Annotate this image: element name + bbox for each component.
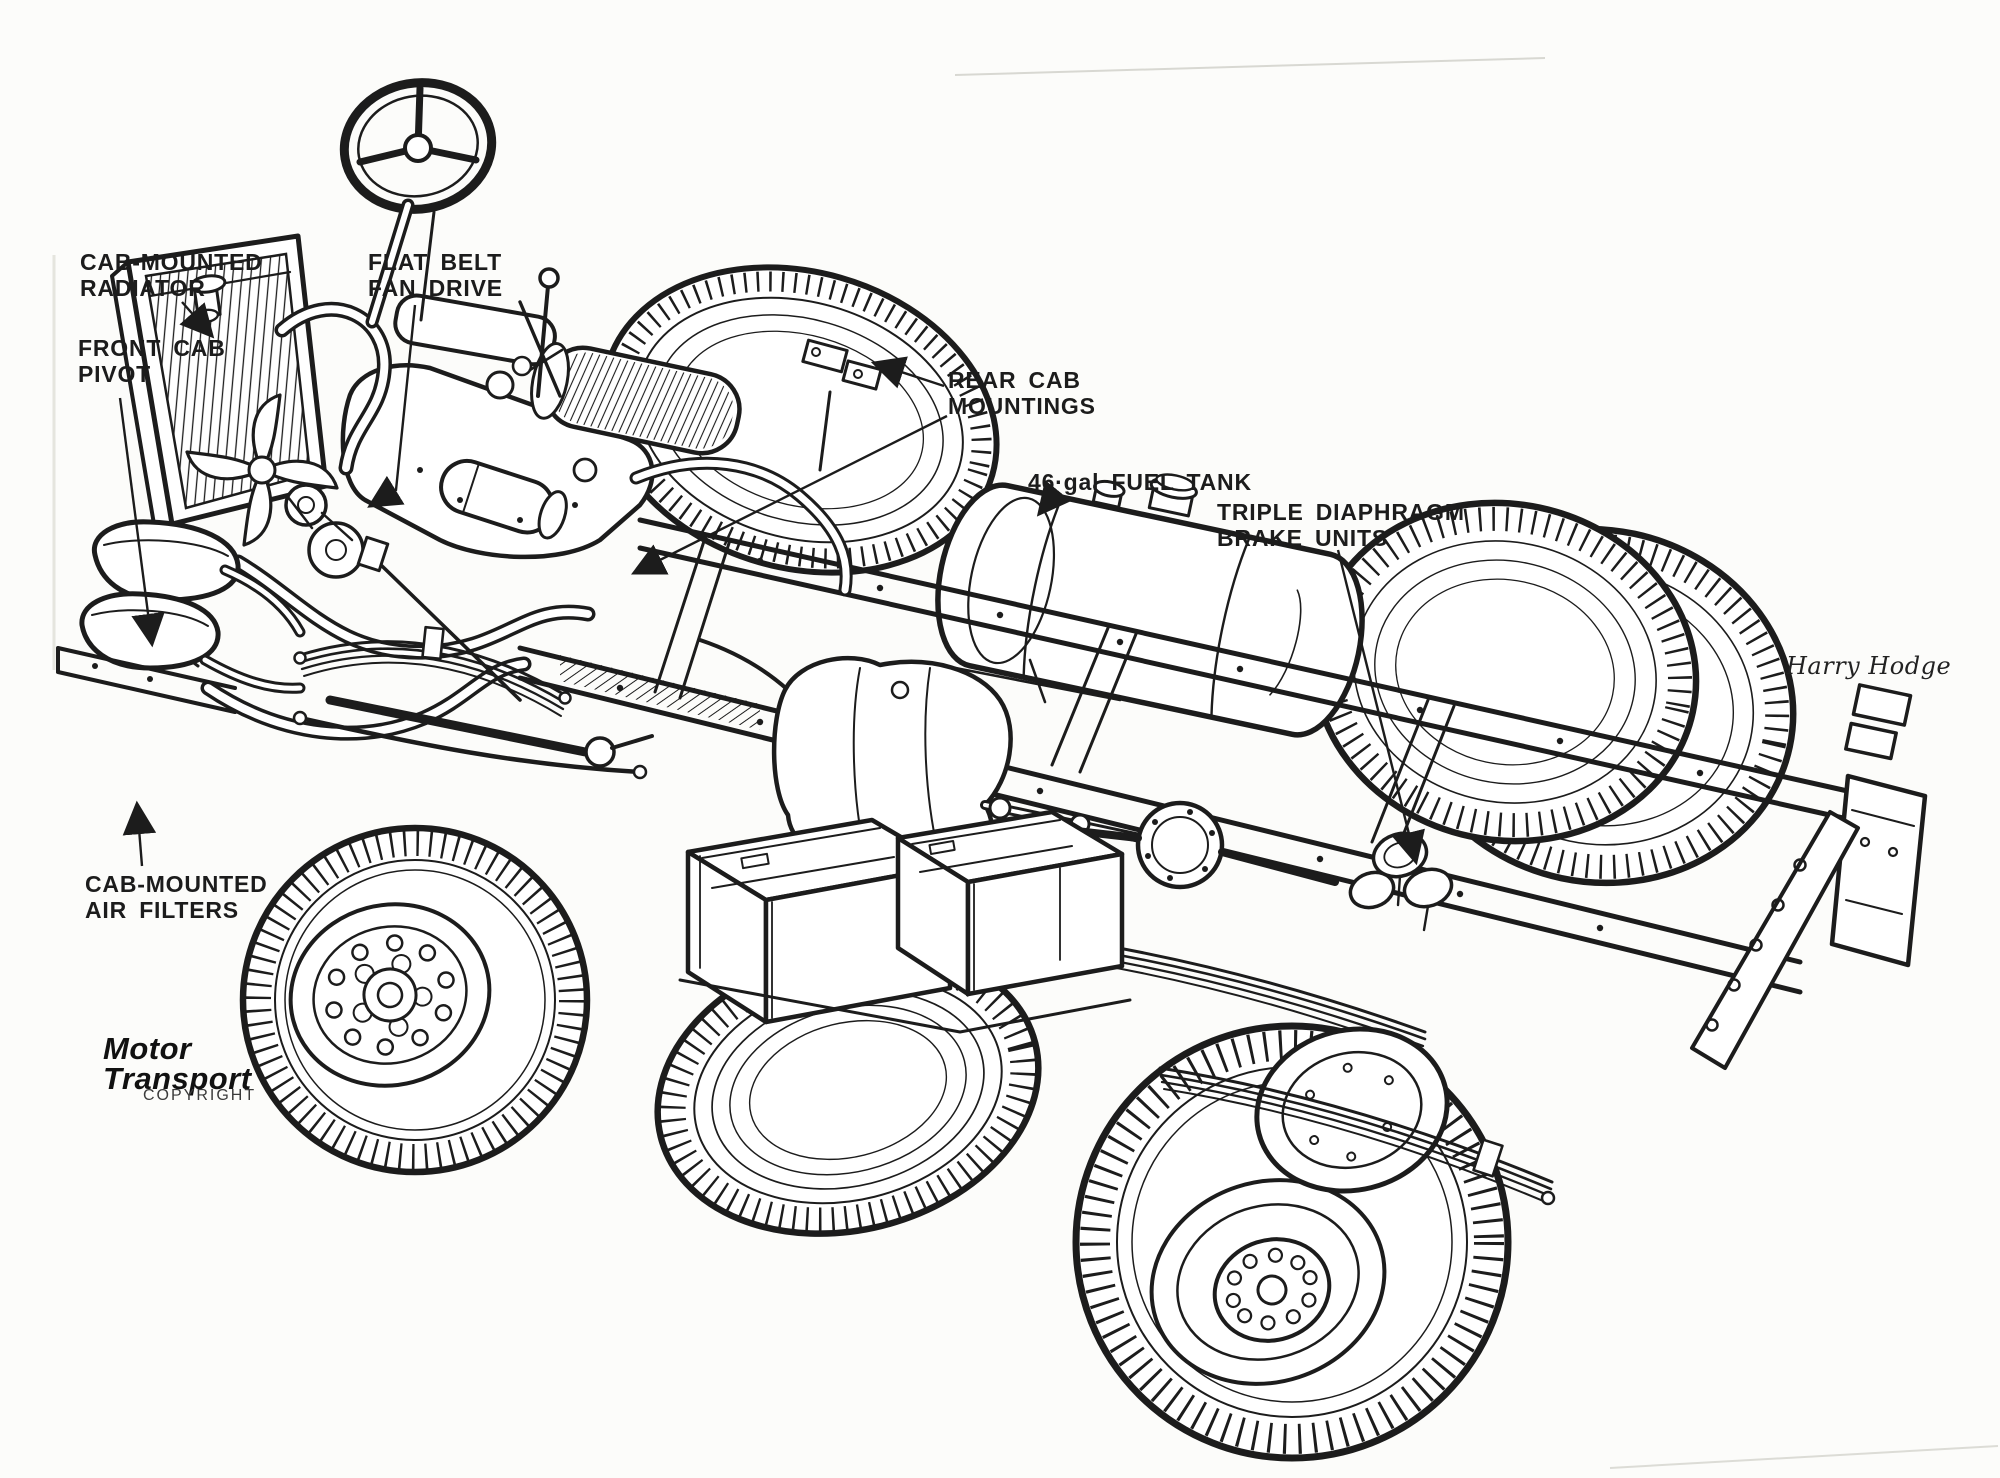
fan-belt-pulleys — [284, 483, 365, 579]
artist-signature: Harry Hodge — [1786, 652, 1952, 680]
fuel-filler-caps — [1091, 473, 1198, 518]
front-frame-horn — [56, 646, 237, 714]
leader-rear-cab-2 — [630, 414, 948, 575]
wheel-nuts — [325, 934, 455, 1056]
cooling-fan — [185, 393, 339, 547]
battery-boxes — [678, 809, 1132, 1034]
front-axle-assembly — [292, 535, 654, 780]
gearbox — [698, 638, 1013, 877]
steering-wheel — [339, 78, 497, 329]
leader-air-filters — [122, 800, 157, 867]
label-flat-belt-fan-drive: FLAT BELT FAN DRIVE — [368, 249, 503, 301]
leader-brake-units — [1336, 549, 1425, 866]
label-cab-mounted-air-filters: CAB-MOUNTED AIR FILTERS — [85, 871, 268, 923]
air-filters — [79, 519, 306, 694]
rear-leaf-spring — [1158, 1066, 1556, 1206]
label-cab-mounted-radiator: CAB-MOUNTED RADIATOR — [80, 249, 263, 301]
copyright-notice: COPYRIGHT — [143, 1087, 257, 1104]
leader-fan-drive — [367, 304, 417, 508]
leader-rear-cab-1 — [870, 356, 945, 389]
triple-diaphragm-brake-units-part — [1348, 831, 1454, 932]
label-fuel-tank: 46·gal FUEL TANK — [1028, 469, 1252, 495]
scan-artifacts — [52, 57, 1999, 1469]
rear-frame-end — [1690, 683, 1928, 1070]
label-triple-diaphragm-brake-units: TRIPLE DIAPHRAGM BRAKE UNITS — [1217, 499, 1465, 551]
front-left-wheel — [239, 824, 591, 1176]
leader-fuel-tank — [1036, 479, 1072, 517]
label-front-cab-pivot: FRONT CAB PIVOT — [78, 335, 226, 387]
publication-logo: Motor Transport — [103, 1031, 252, 1097]
gear-lever — [518, 267, 562, 398]
label-rear-cab-mountings: REAR CAB MOUNTINGS — [948, 367, 1096, 419]
fuel-tank — [935, 473, 1365, 738]
leader-lines — [118, 301, 1425, 867]
rear-right-twin-wheels — [1310, 499, 1797, 887]
middle-left-wheel — [654, 943, 1042, 1237]
leader-front-cab-pivot — [118, 397, 165, 648]
leader-radiator — [179, 301, 215, 339]
frame-rivets — [756, 557, 1704, 777]
